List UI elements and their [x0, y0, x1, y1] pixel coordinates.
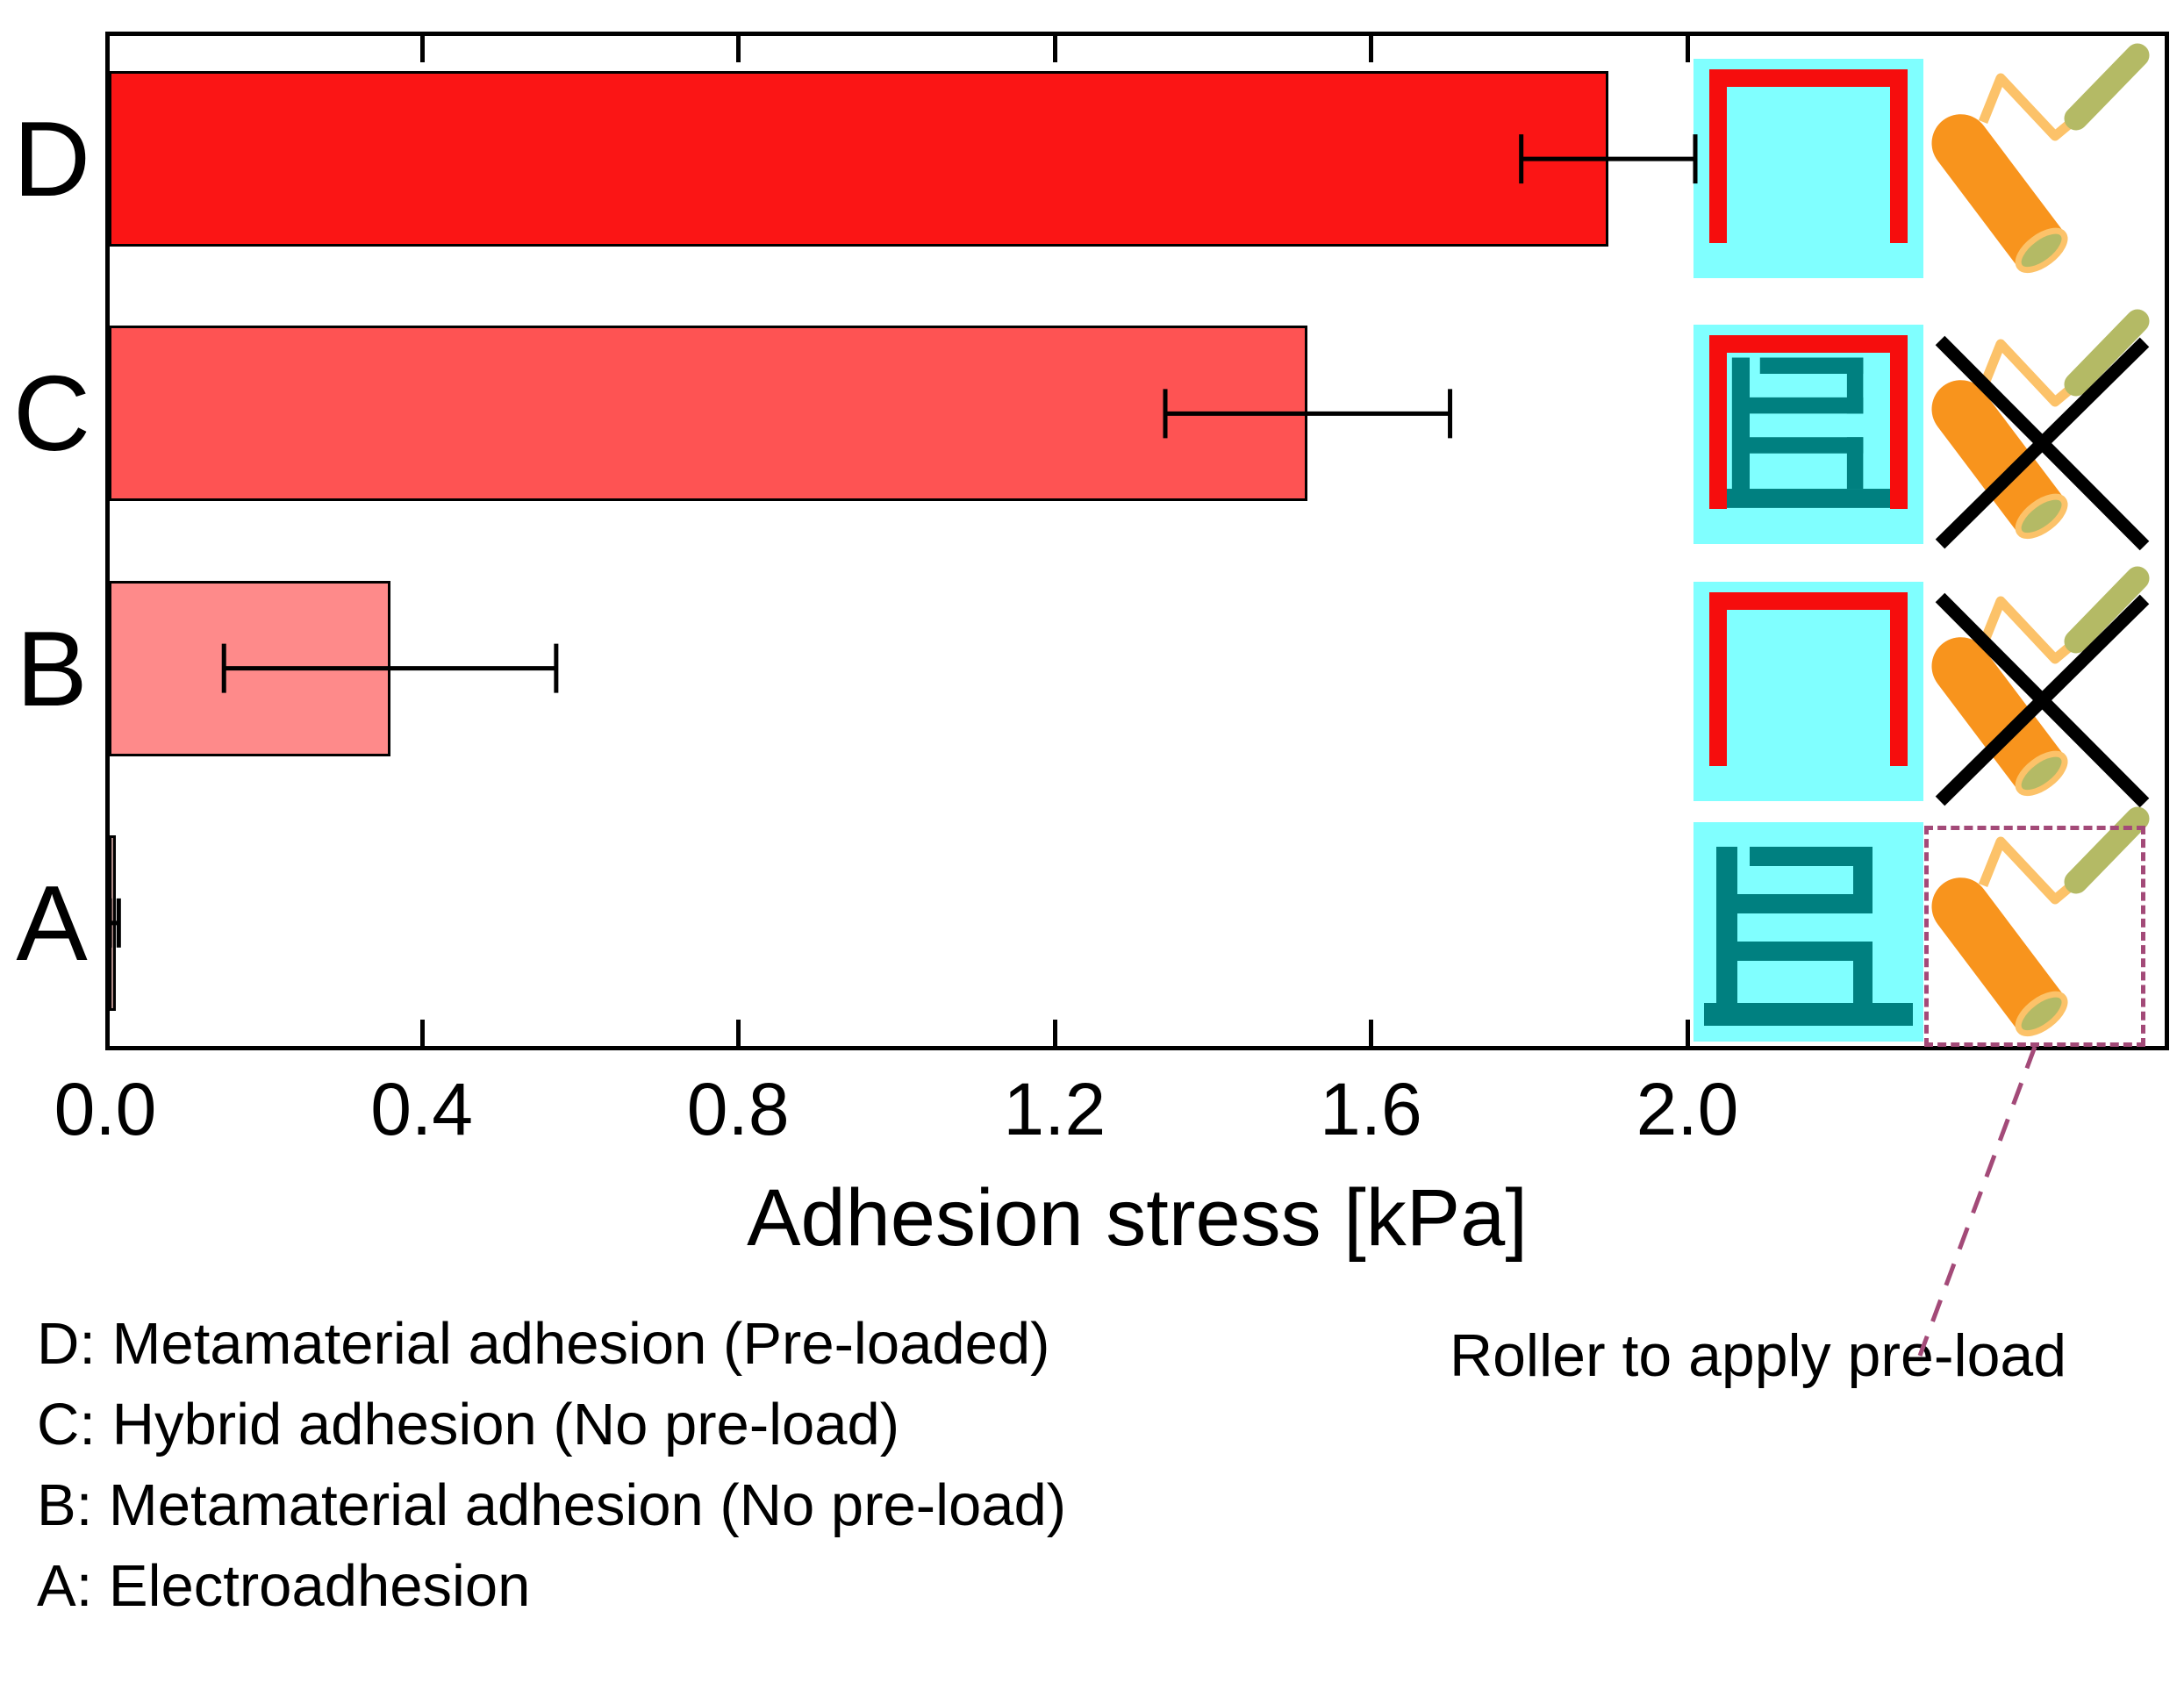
legend: D: Metamaterial adhesion (Pre-loaded) C:…: [37, 1304, 1066, 1627]
paint-roller-icon: [1931, 566, 2150, 808]
x-tick-label: 1.2: [1003, 1068, 1106, 1150]
legend-line-a: A: Electroadhesion: [37, 1553, 531, 1619]
roller-cylinder: [1931, 877, 2068, 1037]
roller-handle-grip: [2064, 566, 2150, 654]
pad-backing: [1693, 59, 1923, 278]
preload-roller-dashed-box: [1924, 826, 2145, 1047]
x-tick-label: 0.0: [54, 1068, 157, 1150]
x-tick-mark-bottom: [1369, 1020, 1374, 1046]
bar-A: [109, 834, 116, 1011]
x-tick-mark-bottom: [1686, 1020, 1690, 1046]
category-label-B: B: [16, 608, 88, 728]
paint-roller-icon: [1931, 309, 2150, 551]
x-tick-label: 2.0: [1636, 1068, 1739, 1150]
roller-cylinder: [1931, 114, 2068, 274]
pad-icon-C: [1693, 325, 1923, 544]
category-label-C: C: [12, 354, 91, 474]
x-tick-mark-bottom: [736, 1020, 741, 1046]
bar-D: [109, 71, 1608, 247]
roller-icon-A: [1927, 805, 2166, 1059]
roller-icon-C: [1927, 307, 2166, 562]
x-axis-label: Adhesion stress [kPa]: [747, 1173, 1528, 1263]
adhesive-pad-schematic-icon: [1693, 822, 1923, 1042]
pad-icon-D: [1693, 59, 1923, 278]
roller-cylinder: [1931, 380, 2068, 540]
bar-C: [109, 326, 1308, 502]
x-tick-mark-top: [1369, 36, 1374, 62]
legend-line-c: C: Hybrid adhesion (No pre-load): [37, 1392, 900, 1457]
pad-icon-B: [1693, 582, 1923, 801]
category-label-A: A: [16, 863, 88, 983]
x-tick-mark-top: [1052, 36, 1057, 62]
pad-backing: [1693, 582, 1923, 801]
roller-handle-grip: [2064, 43, 2150, 131]
x-tick-mark-bottom: [1052, 1020, 1057, 1046]
legend-line-d: D: Metamaterial adhesion (Pre-loaded): [37, 1311, 1050, 1377]
cross-out-icon: [1935, 337, 2150, 549]
roller-icon-D: [1927, 41, 2166, 296]
x-tick-label: 0.4: [370, 1068, 473, 1150]
paint-roller-icon: [1931, 806, 2150, 1037]
adhesive-pad-schematic-icon: [1693, 59, 1923, 278]
x-tick-label: 1.6: [1320, 1068, 1422, 1150]
x-tick-label: 0.8: [686, 1068, 790, 1150]
x-tick-mark-bottom: [419, 1020, 425, 1046]
adhesive-pad-schematic-icon: [1693, 325, 1923, 544]
legend-line-b: B: Metamaterial adhesion (No pre-load): [37, 1472, 1067, 1538]
paint-roller-icon: [1931, 43, 2150, 274]
roller-handle-grip: [2064, 309, 2150, 397]
pad-backing: [1693, 325, 1923, 544]
pad-icon-A: [1693, 822, 1923, 1042]
adhesive-pad-schematic-icon: [1693, 582, 1923, 801]
bar-B: [109, 580, 390, 756]
roller-frame-wire: [1978, 73, 2080, 141]
cross-out-icon: [1935, 594, 2150, 806]
roller-frame-wire: [1978, 836, 2080, 905]
roller-frame-wire: [1978, 339, 2080, 407]
x-tick-mark-top: [1686, 36, 1690, 62]
x-tick-mark-top: [736, 36, 741, 62]
roller-icon-B: [1927, 564, 2166, 819]
roller-frame-wire: [1978, 596, 2080, 664]
preload-roller-annotation: Roller to apply pre-load: [1450, 1322, 2067, 1389]
roller-cylinder: [1931, 637, 2068, 797]
x-tick-mark-top: [419, 36, 425, 62]
category-label-D: D: [12, 99, 91, 219]
